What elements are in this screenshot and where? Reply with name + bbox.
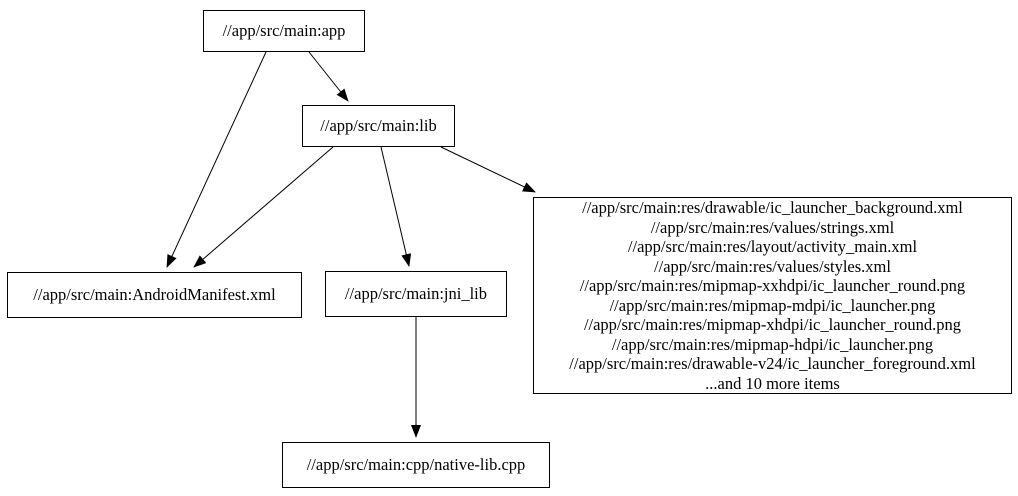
resource-item: //app/src/main:res/mipmap-xxhdpi/ic_laun… [579, 276, 966, 295]
resource-item: //app/src/main:res/mipmap-hdpi/ic_launch… [611, 334, 934, 354]
node-app: //app/src/main:app [203, 10, 365, 52]
node-app-label: //app/src/main:app [222, 21, 346, 40]
resource-item: //app/src/main:res/values/styles.xml [654, 256, 891, 276]
resource-more-items: ...and 10 more items [705, 373, 840, 393]
edge-lib-to-jni-lib [380, 146, 412, 267]
node-jni-lib-label: //app/src/main:jni_lib [344, 284, 488, 303]
resource-item: //app/src/main:res/values/strings.xml [650, 217, 895, 237]
resource-item: //app/src/main:res/mipmap-mdpi/ic_launch… [609, 295, 936, 315]
node-lib: //app/src/main:lib [302, 105, 455, 147]
node-android-manifest-label: //app/src/main:AndroidManifest.xml [33, 285, 276, 304]
edge-app-to-lib [308, 51, 349, 102]
resource-item: //app/src/main:res/drawable-v24/ic_launc… [569, 354, 976, 373]
resource-item: //app/src/main:res/layout/activity_main.… [627, 237, 918, 256]
edge-lib-to-manifest [193, 146, 334, 268]
node-lib-label: //app/src/main:lib [320, 116, 437, 135]
node-native-lib-cpp-label: //app/src/main:cpp/native-lib.cpp [306, 455, 526, 474]
resource-item: //app/src/main:res/mipmap-xhdpi/ic_launc… [583, 315, 962, 334]
edge-app-to-manifest [166, 51, 267, 268]
node-jni-lib: //app/src/main:jni_lib [325, 271, 507, 317]
edge-lib-to-resources [440, 146, 536, 193]
node-android-manifest: //app/src/main:AndroidManifest.xml [7, 272, 302, 318]
node-resources-group: //app/src/main:res/drawable/ic_launcher_… [533, 197, 1012, 394]
resource-item: //app/src/main:res/drawable/ic_launcher_… [582, 198, 963, 217]
node-native-lib-cpp: //app/src/main:cpp/native-lib.cpp [282, 442, 550, 488]
